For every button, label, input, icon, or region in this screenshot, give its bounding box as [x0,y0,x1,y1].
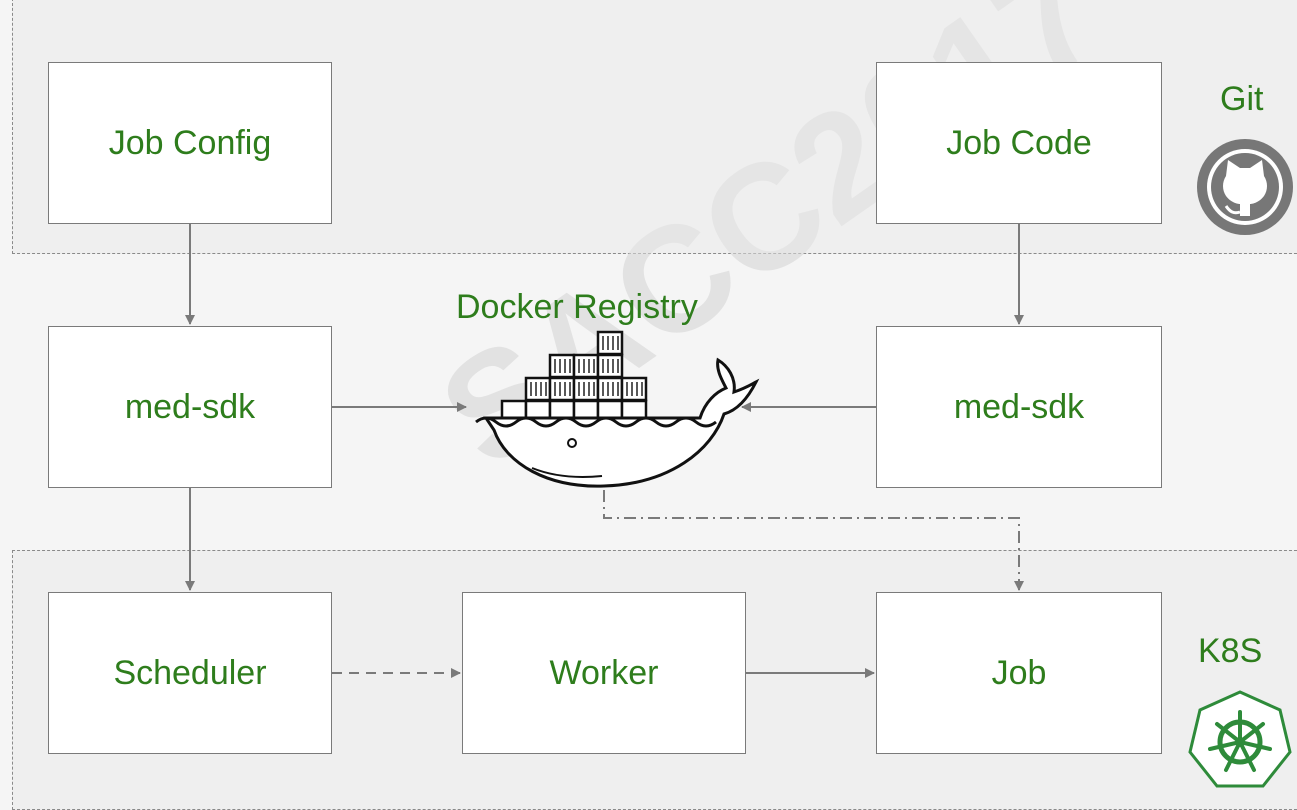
job-config-box[interactable]: Job Config [48,62,332,224]
job-config-label: Job Config [108,123,272,162]
job-box[interactable]: Job [876,592,1162,754]
arrow-registry-to-job [603,490,1024,591]
scheduler-label: Scheduler [113,653,267,692]
job-code-label: Job Code [946,123,1092,162]
worker-label: Worker [549,653,659,692]
kubernetes-helm-icon [1188,690,1292,788]
job-code-box[interactable]: Job Code [876,62,1162,224]
git-zone-label: Git [1220,80,1264,118]
med-sdk-right-box[interactable]: med-sdk [876,326,1162,488]
github-octocat-icon [1197,139,1293,235]
job-label: Job [991,653,1047,692]
med-sdk-left-box[interactable]: med-sdk [48,326,332,488]
scheduler-box[interactable]: Scheduler [48,592,332,754]
med-sdk-left-label: med-sdk [124,387,256,426]
docker-whale-icon [475,330,760,488]
docker-registry-label: Docker Registry [456,288,698,326]
med-sdk-right-label: med-sdk [953,387,1085,426]
worker-box[interactable]: Worker [462,592,746,754]
k8s-zone-label: K8S [1198,632,1263,670]
